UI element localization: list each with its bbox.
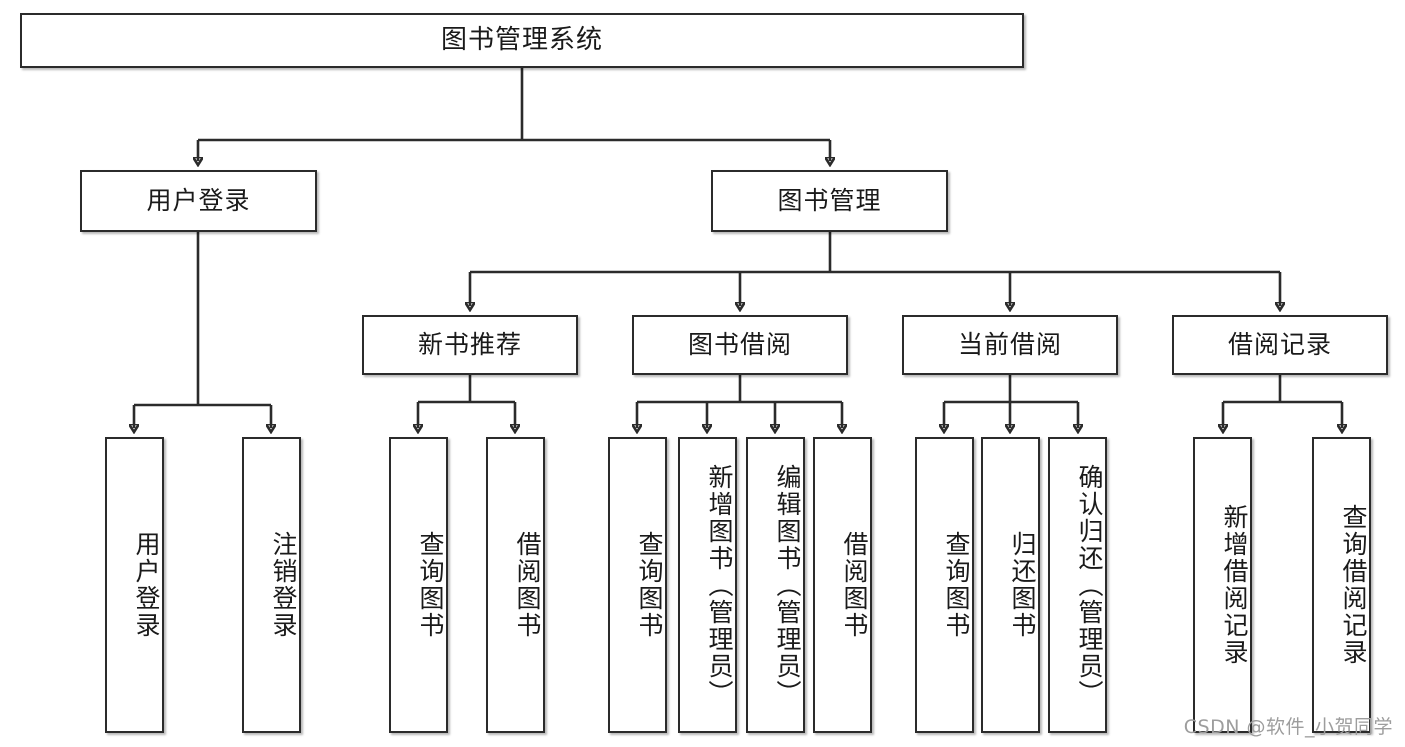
node-label: 查询借阅记录: [1339, 504, 1368, 666]
leaf-record-query-record[interactable]: 查询借阅记录: [1312, 437, 1371, 733]
leaf-borrow-query-book[interactable]: 查询图书: [608, 437, 667, 733]
node-book-management[interactable]: 图书管理: [711, 170, 948, 232]
node-user-login[interactable]: 用户登录: [80, 170, 317, 232]
leaf-borrow-add-book-admin[interactable]: 新增图书（管理员）: [678, 437, 737, 733]
node-book-borrow[interactable]: 图书借阅: [632, 315, 848, 375]
node-label: 归还图书: [1008, 531, 1037, 639]
watermark: CSDN @软件_小贺同学: [1183, 716, 1393, 738]
leaf-borrow-borrow-book[interactable]: 借阅图书: [813, 437, 872, 733]
node-label: 新增借阅记录: [1220, 504, 1249, 666]
node-label: 新增图书（管理员）: [705, 463, 734, 707]
node-label: 借阅图书: [513, 531, 542, 639]
node-label: 借阅记录: [1227, 330, 1332, 359]
node-label: 查询图书: [416, 531, 445, 639]
node-new-book-recommend[interactable]: 新书推荐: [362, 315, 578, 375]
node-root-system[interactable]: 图书管理系统: [20, 13, 1024, 68]
node-label: 查询图书: [942, 531, 971, 639]
node-label: 新书推荐: [417, 330, 522, 359]
node-label: 用户登录: [146, 186, 251, 215]
leaf-current-query-book[interactable]: 查询图书: [915, 437, 974, 733]
node-label: 图书管理: [777, 186, 882, 215]
leaf-borrow-edit-book-admin[interactable]: 编辑图书（管理员）: [746, 437, 805, 733]
leaf-current-confirm-return-admin[interactable]: 确认归还（管理员）: [1048, 437, 1107, 733]
leaf-user-login-signout[interactable]: 注销登录: [242, 437, 301, 733]
node-label: 用户登录: [132, 531, 161, 639]
leaf-record-add-record[interactable]: 新增借阅记录: [1193, 437, 1252, 733]
node-label: 编辑图书（管理员）: [773, 463, 802, 707]
leaf-recommend-query-book[interactable]: 查询图书: [389, 437, 448, 733]
leaf-user-login-signin[interactable]: 用户登录: [105, 437, 164, 733]
node-borrow-record[interactable]: 借阅记录: [1172, 315, 1388, 375]
node-label: 图书借阅: [687, 330, 792, 359]
node-label: 注销登录: [269, 531, 298, 639]
node-label: 图书管理系统: [440, 24, 603, 55]
node-label: 确认归还（管理员）: [1075, 463, 1104, 707]
leaf-current-return-book[interactable]: 归还图书: [981, 437, 1040, 733]
node-current-borrow[interactable]: 当前借阅: [902, 315, 1118, 375]
node-label: 借阅图书: [840, 531, 869, 639]
leaf-recommend-borrow-book[interactable]: 借阅图书: [486, 437, 545, 733]
node-label: 当前借阅: [957, 330, 1062, 359]
node-label: 查询图书: [635, 531, 664, 639]
